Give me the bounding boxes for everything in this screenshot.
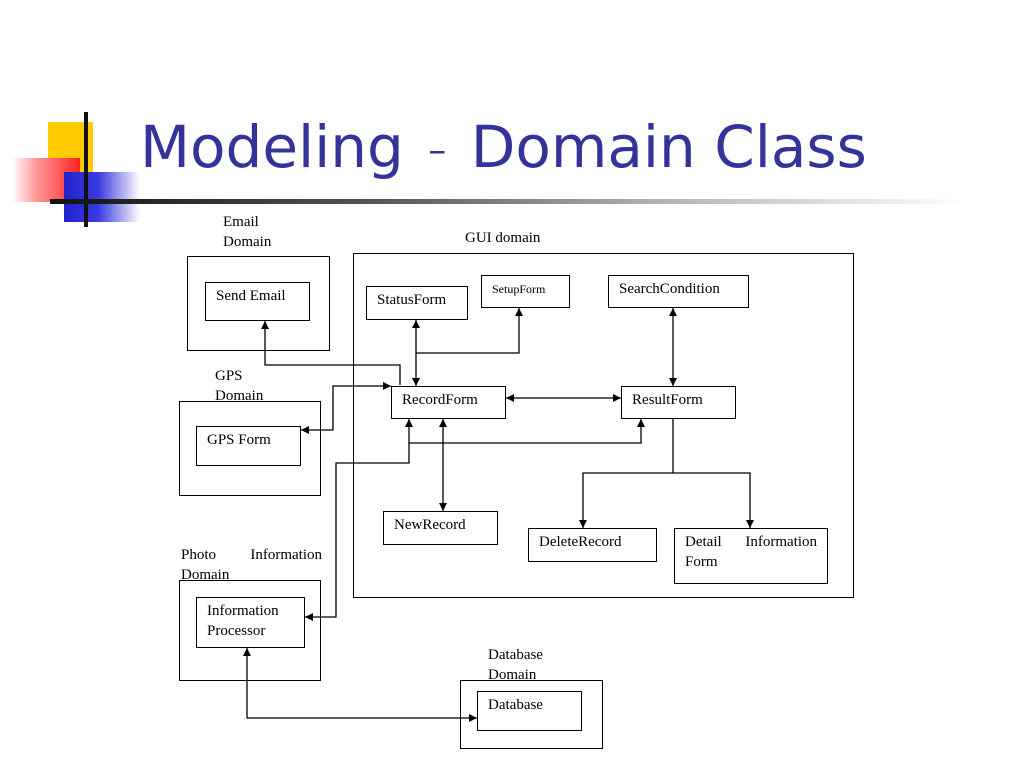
title-part-1: Modeling	[140, 113, 404, 181]
information-processor-class: Information Processor	[196, 597, 305, 648]
title-decoration-vertical-line	[84, 112, 88, 227]
setup-form-class: SetupForm	[481, 275, 570, 308]
title-part-2: Domain Class	[470, 113, 867, 181]
slide-title: Modeling – Domain Class	[140, 118, 867, 176]
new-record-class: NewRecord	[383, 511, 498, 545]
database-class: Database	[477, 691, 582, 731]
title-decoration-blue-gradient	[64, 172, 140, 222]
gps-domain-label: GPS Domain	[215, 368, 264, 404]
database-domain-label: Database Domain	[488, 647, 543, 683]
send-email-class: Send Email	[205, 282, 310, 321]
title-underline	[50, 199, 965, 204]
email-domain-label: Email Domain	[223, 214, 272, 250]
result-form-class: ResultForm	[621, 386, 736, 419]
detail-information-form-class: Detail Information Form	[674, 528, 828, 584]
search-condition-class: SearchCondition	[608, 275, 749, 308]
status-form-class: StatusForm	[366, 286, 468, 320]
delete-record-class: DeleteRecord	[528, 528, 657, 562]
record-form-class: RecordForm	[391, 386, 506, 419]
title-dash: –	[428, 129, 447, 171]
email-domain-box	[187, 256, 330, 351]
gui-domain-label: GUI domain	[465, 230, 541, 246]
photo-information-domain-label: Photo Information Domain	[181, 547, 322, 583]
gps-form-class: GPS Form	[196, 426, 301, 466]
